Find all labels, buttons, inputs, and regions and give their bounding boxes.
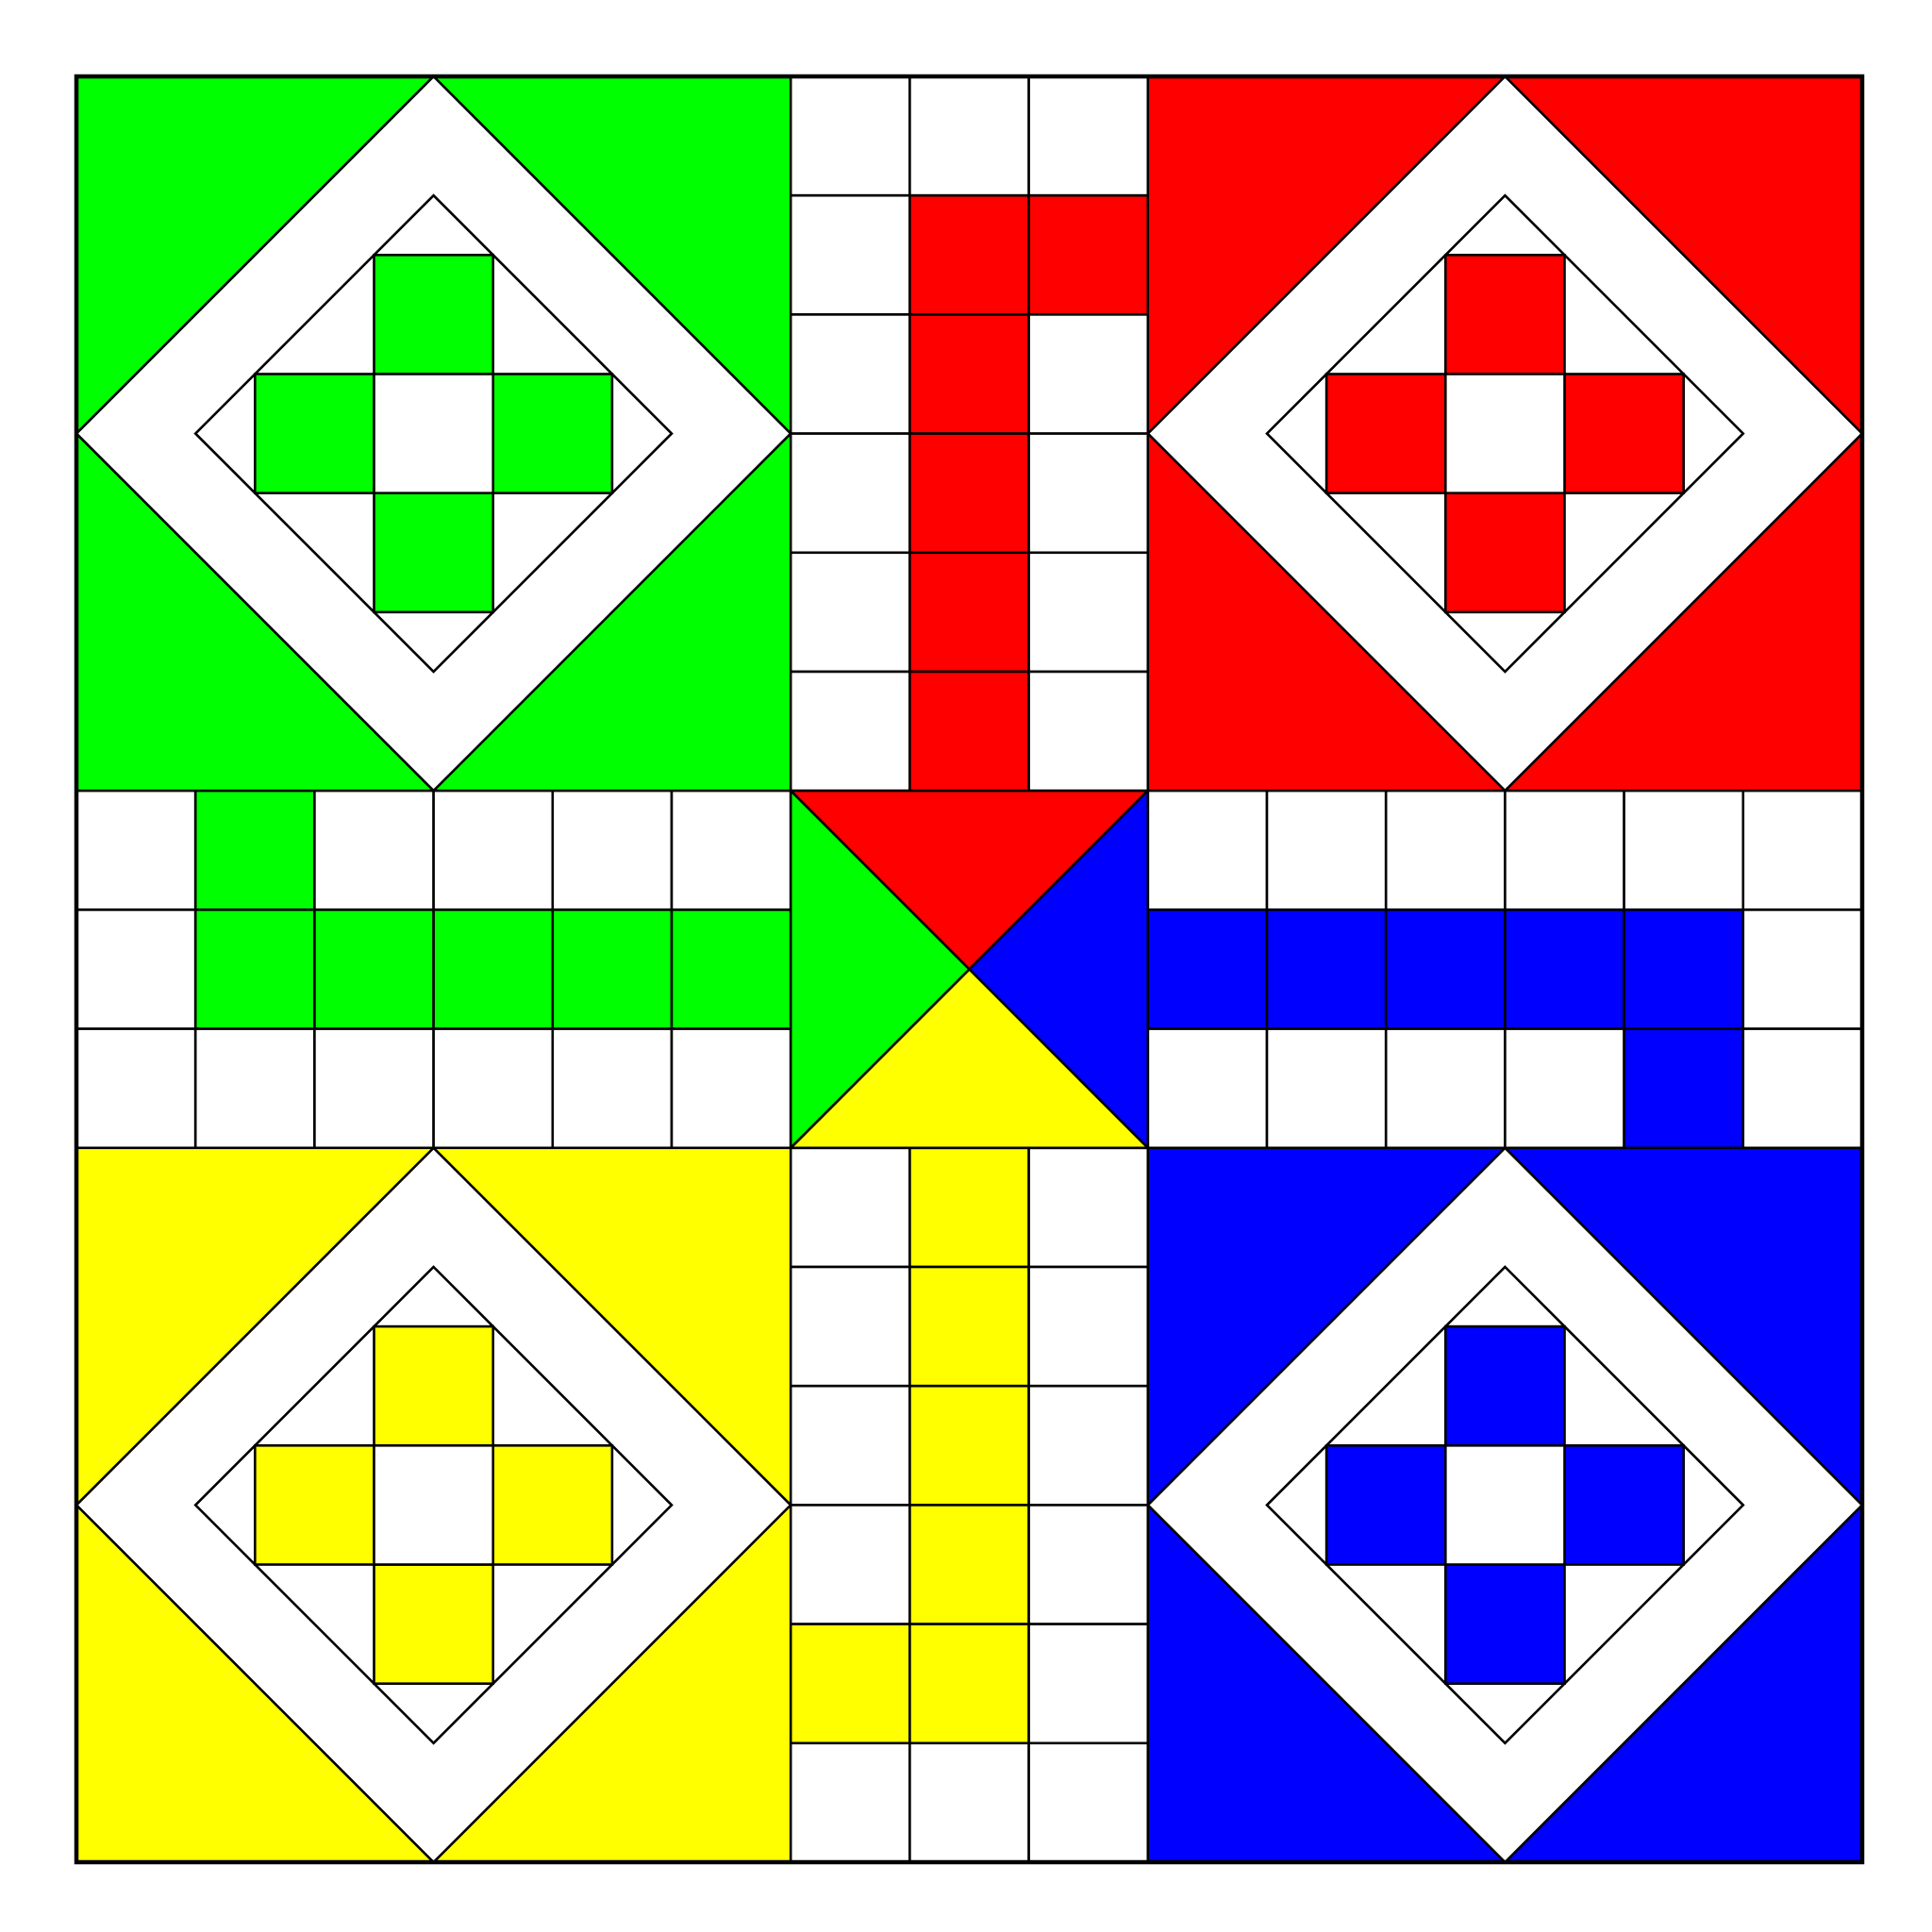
track-cell[interactable] (432, 908, 555, 1030)
track-cell[interactable] (551, 908, 674, 1030)
track-cell[interactable] (1265, 908, 1388, 1030)
track-cell[interactable] (313, 1027, 435, 1150)
track-cell[interactable] (1741, 1027, 1864, 1150)
track-cell[interactable] (789, 1504, 911, 1625)
track-cell[interactable] (789, 193, 911, 316)
track-cell[interactable] (1027, 1384, 1150, 1507)
track-cell[interactable] (1384, 789, 1507, 911)
track-cell[interactable] (789, 1384, 911, 1507)
track-cell[interactable] (1027, 75, 1150, 197)
yard-start-cell[interactable] (491, 1444, 614, 1566)
track-cell[interactable] (1027, 551, 1150, 674)
track-cell[interactable] (1027, 1265, 1150, 1388)
track-cell[interactable] (1623, 1027, 1745, 1150)
track-cell[interactable] (1623, 789, 1745, 911)
yard-start-cell[interactable] (373, 1324, 494, 1447)
track-cell[interactable] (1384, 1027, 1507, 1150)
track-cell[interactable] (75, 908, 197, 1030)
track-cell[interactable] (551, 789, 674, 911)
yard-start-cell[interactable] (373, 491, 494, 614)
yard-start-cell[interactable] (491, 373, 614, 494)
track-cell[interactable] (908, 1504, 1030, 1625)
yard-start-cell[interactable] (1444, 1563, 1566, 1685)
yard-start-cell[interactable] (1444, 491, 1566, 614)
yard-start-cell[interactable] (1444, 253, 1566, 375)
track-cell[interactable] (193, 908, 316, 1030)
track-cell[interactable] (789, 551, 911, 674)
track-cell[interactable] (1623, 908, 1745, 1030)
yard-center-cell (373, 373, 494, 494)
track-cell[interactable] (1265, 1027, 1388, 1150)
track-cell[interactable] (432, 789, 555, 911)
track-cell[interactable] (1027, 1146, 1150, 1269)
yard-center-cell (1444, 1444, 1566, 1566)
yard-start-cell[interactable] (1324, 373, 1447, 494)
yard-start-cell[interactable] (1563, 373, 1685, 494)
track-cell[interactable] (1741, 908, 1864, 1030)
track-cell[interactable] (75, 789, 197, 911)
track-cell[interactable] (1504, 789, 1625, 911)
track-cell[interactable] (908, 1384, 1030, 1507)
track-cell[interactable] (789, 75, 911, 197)
board-border (74, 74, 1865, 1865)
track-cell[interactable] (313, 908, 435, 1030)
yard-start-cell[interactable] (1444, 1324, 1566, 1447)
track-cell[interactable] (908, 551, 1030, 674)
track-cell[interactable] (908, 313, 1030, 435)
track-cell[interactable] (75, 1027, 197, 1150)
track-cell[interactable] (1146, 789, 1269, 911)
track-cell[interactable] (908, 75, 1030, 197)
track-cell[interactable] (789, 1623, 911, 1745)
track-cell[interactable] (1027, 432, 1150, 555)
track-cell[interactable] (1027, 1504, 1150, 1625)
track-cell[interactable] (1027, 1623, 1150, 1745)
yard-start-cell[interactable] (253, 1444, 375, 1566)
track-cell[interactable] (1265, 789, 1388, 911)
yard-center-cell (373, 1444, 494, 1566)
track-cell[interactable] (1504, 908, 1625, 1030)
track-cell[interactable] (908, 432, 1030, 555)
yard-start-cell[interactable] (253, 373, 375, 494)
track-cell[interactable] (432, 1027, 555, 1150)
yard-center-cell (1444, 373, 1566, 494)
yard-start-cell[interactable] (373, 253, 494, 375)
track-cell[interactable] (789, 670, 911, 792)
yard-start-cell[interactable] (1563, 1444, 1685, 1566)
track-cell[interactable] (1504, 1027, 1625, 1150)
track-cell[interactable] (1027, 670, 1150, 792)
track-cell[interactable] (789, 1741, 911, 1864)
home-triangle-green (789, 788, 972, 1151)
track-cell[interactable] (193, 789, 316, 911)
track-cell[interactable] (1384, 908, 1507, 1030)
track-cell[interactable] (1146, 1027, 1269, 1150)
track-cell[interactable] (670, 908, 792, 1030)
track-cell[interactable] (908, 1741, 1030, 1864)
track-cell[interactable] (789, 313, 911, 435)
track-cell[interactable] (1741, 789, 1864, 911)
track-cell[interactable] (313, 789, 435, 911)
track-cell[interactable] (908, 1265, 1030, 1388)
track-cell[interactable] (1027, 313, 1150, 435)
track-cell[interactable] (1027, 193, 1150, 316)
track-cell[interactable] (1146, 908, 1269, 1030)
track-cell[interactable] (789, 1146, 911, 1269)
track-cell[interactable] (789, 432, 911, 555)
track-cell[interactable] (908, 1146, 1030, 1269)
track-cell[interactable] (670, 789, 792, 911)
track-cell[interactable] (908, 193, 1030, 316)
yard-start-cell[interactable] (1324, 1444, 1447, 1566)
track-cell[interactable] (789, 1265, 911, 1388)
yard-start-cell[interactable] (373, 1563, 494, 1685)
track-cell[interactable] (1027, 1741, 1150, 1864)
track-cell[interactable] (551, 1027, 674, 1150)
track-cell[interactable] (908, 1623, 1030, 1745)
track-cell[interactable] (670, 1027, 792, 1150)
track-cell[interactable] (193, 1027, 316, 1150)
track-cell[interactable] (908, 670, 1030, 792)
